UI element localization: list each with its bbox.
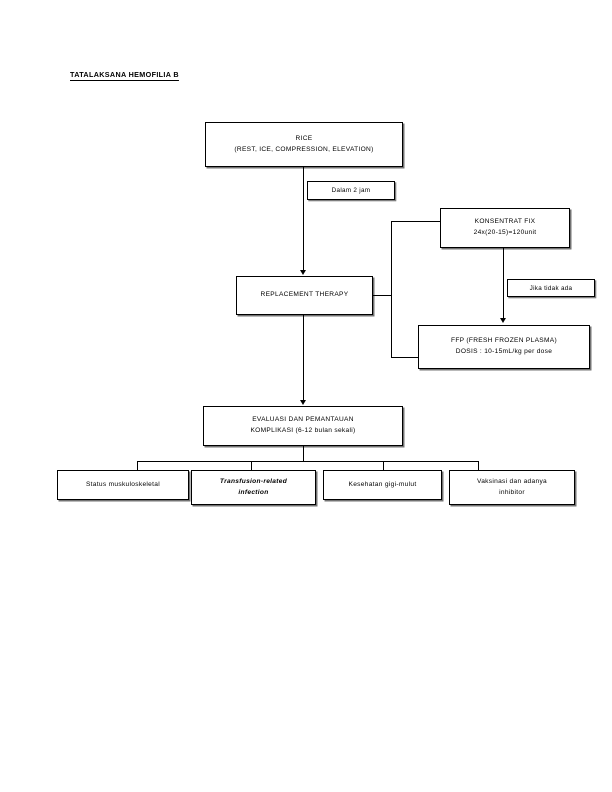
- node-outcome-4-line-2: inhibitor: [499, 488, 525, 496]
- arrowhead-rice-to-replacement: [299, 270, 306, 275]
- node-ffp-line-1: FFP (FRESH FROZEN PLASMA): [451, 337, 557, 345]
- node-rice-line-1: RICE: [295, 134, 313, 142]
- node-outcome-vaksinasi-inhibitor: Vaksinasi dan adanya inhibitor: [449, 470, 575, 505]
- connector-drop-outcome-4: [478, 461, 479, 472]
- node-konsentrat-fix-line-1: KONSENTRAT FIX: [474, 218, 536, 226]
- node-evaluasi-line-2: KOMPLIKASI (6-12 bulan sekali): [250, 427, 356, 434]
- connector-branch-to-ffp: [391, 357, 418, 358]
- arrowhead-konsentrat-to-ffp: [499, 318, 506, 323]
- node-outcome-3-line-1: Kesehatan gigi-mulut: [348, 480, 417, 488]
- node-outcome-2-line-2: infection: [238, 488, 269, 496]
- node-konsentrat-fix-line-2: 24x(20-15)=120unit: [473, 229, 537, 236]
- connector-konsentrat-to-ffp: [503, 248, 504, 319]
- node-outcome-4-line-1: Vaksinasi dan adanya: [476, 477, 548, 485]
- node-outcome-2-line-1: Transfusion-related: [219, 477, 288, 485]
- node-rice-line-2: (REST, ICE, COMPRESSION, ELEVATION): [234, 145, 374, 153]
- node-outcome-status-muskuloskeletal: Status muskuloskeletal: [57, 470, 189, 500]
- arrowhead-replacement-to-evaluasi: [299, 400, 306, 405]
- connector-drop-outcome-3: [383, 461, 384, 472]
- connector-evaluasi-stem: [303, 446, 304, 461]
- node-ffp-line-2: DOSIS : 10-15mL/kg per dose: [455, 348, 553, 355]
- connector-drop-outcome-1: [137, 461, 138, 472]
- connector-branch-spine: [391, 221, 392, 357]
- node-outcome-kesehatan-gigi-mulut: Kesehatan gigi-mulut: [323, 470, 442, 500]
- node-replacement-therapy: REPLACEMENT THERAPY: [236, 276, 373, 315]
- edge-label-jika-tidak-ada: Jika tidak ada: [507, 279, 595, 297]
- node-rice: RICE (REST, ICE, COMPRESSION, ELEVATION): [205, 122, 403, 167]
- connector-branch-to-konsentrat: [391, 221, 441, 222]
- node-evaluasi-pemantauan: EVALUASI DAN PEMANTAUAN KOMPLIKASI (6-12…: [203, 406, 403, 446]
- node-ffp: FFP (FRESH FROZEN PLASMA) DOSIS : 10-15m…: [418, 325, 590, 369]
- connector-outcome-distribution-bar: [137, 461, 478, 462]
- connector-replacement-to-evaluasi: [303, 315, 304, 401]
- page-title: TATALAKSANA HEMOFILIA B: [70, 70, 179, 79]
- connector-replacement-stub: [373, 295, 391, 296]
- node-replacement-therapy-line-1: REPLACEMENT THERAPY: [260, 291, 349, 299]
- edge-label-dalam-2-jam: Dalam 2 jam: [307, 181, 395, 200]
- connector-drop-outcome-2: [251, 461, 252, 472]
- node-evaluasi-line-1: EVALUASI DAN PEMANTAUAN: [252, 416, 354, 424]
- node-konsentrat-fix: KONSENTRAT FIX 24x(20-15)=120unit: [440, 208, 570, 248]
- connector-rice-to-replacement: [303, 167, 304, 271]
- node-outcome-1-line-1: Status muskuloskeletal: [85, 480, 161, 488]
- node-outcome-transfusion-related-infection: Transfusion-related infection: [191, 470, 316, 505]
